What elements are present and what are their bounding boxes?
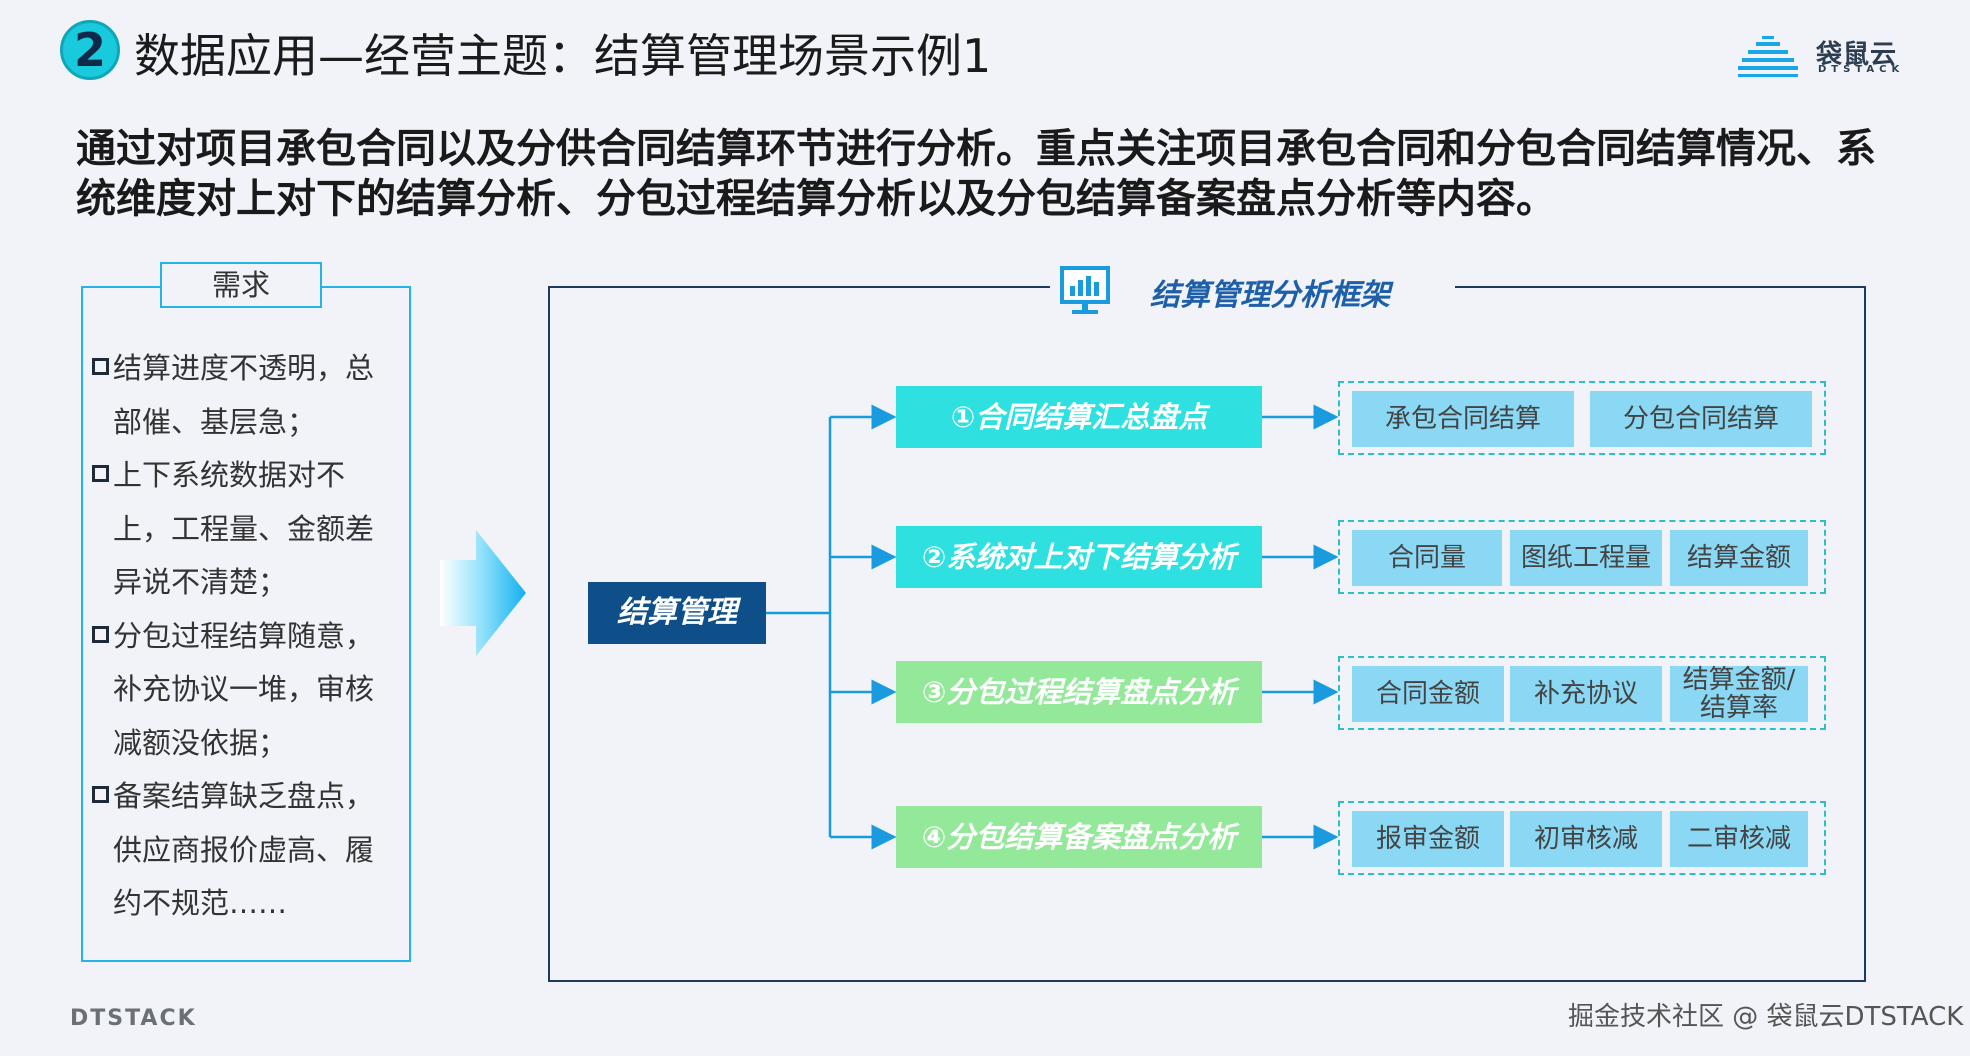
dtstack-logo-icon (1738, 36, 1798, 77)
item-node: 补充协议 (1510, 666, 1662, 722)
category-node: ②系统对上对下结算分析 (896, 526, 1262, 588)
needs-title: 需求 (160, 262, 322, 308)
item-group: 报审金额 初审核减 二审核减 (1338, 801, 1826, 875)
need-item: 分包过程结算随意，补充协议一堆，审核减额没依据； (90, 610, 404, 771)
item-group: 承包合同结算 分包合同结算 (1338, 381, 1826, 455)
item-group: 合同金额 补充协议 结算金额/结算率 (1338, 656, 1826, 730)
need-item: 结算进度不透明，总部催、基层急； (90, 342, 404, 449)
framework-title: 结算管理分析框架 (1150, 278, 1390, 313)
category-node: ①合同结算汇总盘点 (896, 386, 1262, 448)
category-node: ③分包过程结算盘点分析 (896, 661, 1262, 723)
logo-subtitle: DTSTACK (1818, 64, 1905, 75)
intro-paragraph: 通过对项目承包合同以及分供合同结算环节进行分析。重点关注项目承包合同和分包合同结… (76, 126, 1876, 222)
checkbox-square-icon (92, 625, 109, 643)
item-node: 分包合同结算 (1590, 391, 1812, 447)
item-node: 初审核减 (1510, 811, 1662, 867)
needs-list: 结算进度不透明，总部催、基层急； 上下系统数据对不上，工程量、金额差异说不清楚；… (90, 342, 404, 931)
item-node: 承包合同结算 (1352, 391, 1574, 447)
flow-arrow-icon (440, 530, 526, 656)
item-node: 合同量 (1352, 530, 1502, 586)
item-node: 二审核减 (1670, 811, 1808, 867)
logo-name: 袋鼠云 (1816, 40, 1898, 70)
checkbox-square-icon (92, 786, 109, 803)
page-title: 数据应用—经营主题：结算管理场景示例1 (134, 29, 992, 83)
need-item: 备案结算缺乏盘点，供应商报价虚高、履约不规范…… (90, 770, 404, 931)
root-node-settlement-management: 结算管理 (588, 582, 766, 644)
need-item: 上下系统数据对不上，工程量、金额差异说不清楚； (90, 449, 404, 610)
item-node: 结算金额/结算率 (1670, 666, 1808, 722)
footer-watermark: 掘金技术社区 @ 袋鼠云DTSTACK (1568, 1002, 1964, 1032)
category-node: ④分包结算备案盘点分析 (896, 806, 1262, 868)
step-number-badge: 2 (60, 20, 120, 80)
checkbox-square-icon (92, 358, 109, 375)
checkbox-square-icon (92, 465, 109, 482)
item-group: 合同量 图纸工程量 结算金额 (1338, 520, 1826, 594)
item-node: 结算金额 (1670, 530, 1808, 586)
footer-brand: DTSTACK (70, 1006, 197, 1031)
monitor-chart-icon (1060, 266, 1110, 314)
item-node: 图纸工程量 (1510, 530, 1662, 586)
item-node: 报审金额 (1352, 811, 1504, 867)
item-node: 合同金额 (1352, 666, 1504, 722)
